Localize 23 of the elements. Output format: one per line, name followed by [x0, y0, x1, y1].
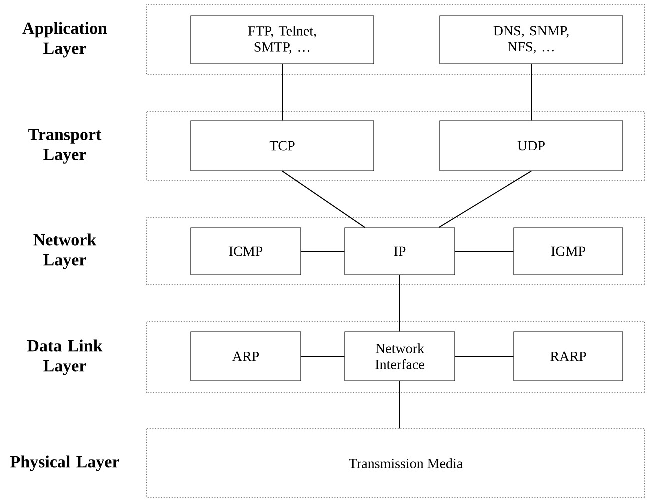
- protocol-box: DNS, SNMP, NFS, …: [440, 16, 624, 64]
- protocol-box: ICMP: [190, 228, 302, 276]
- layer-text: Transmission Media: [349, 458, 463, 468]
- layer-heading: Physical Layer: [10, 456, 120, 472]
- protocol-box: TCP: [190, 120, 374, 172]
- protocol-box: IGMP: [514, 228, 624, 276]
- layer-heading: Network Layer: [34, 234, 97, 270]
- protocol-box: IP: [344, 228, 456, 276]
- protocol-box: FTP, Telnet, SMTP, …: [190, 16, 374, 64]
- layer-heading: Transport Layer: [28, 129, 102, 164]
- connector-line: [282, 170, 366, 228]
- protocol-box: UDP: [440, 120, 624, 172]
- connector-line: [300, 356, 346, 357]
- connector-line: [454, 251, 514, 252]
- layer-heading: Application Layer: [22, 22, 108, 58]
- connector-line: [531, 64, 532, 122]
- connector-line: [300, 251, 346, 252]
- protocol-box: Network Interface: [344, 332, 456, 382]
- protocol-box: RARP: [514, 332, 624, 382]
- protocol-box: ARP: [190, 332, 302, 382]
- layer-heading: Data Link Layer: [28, 340, 103, 376]
- connector-line: [282, 64, 283, 122]
- connector-line: [454, 356, 514, 357]
